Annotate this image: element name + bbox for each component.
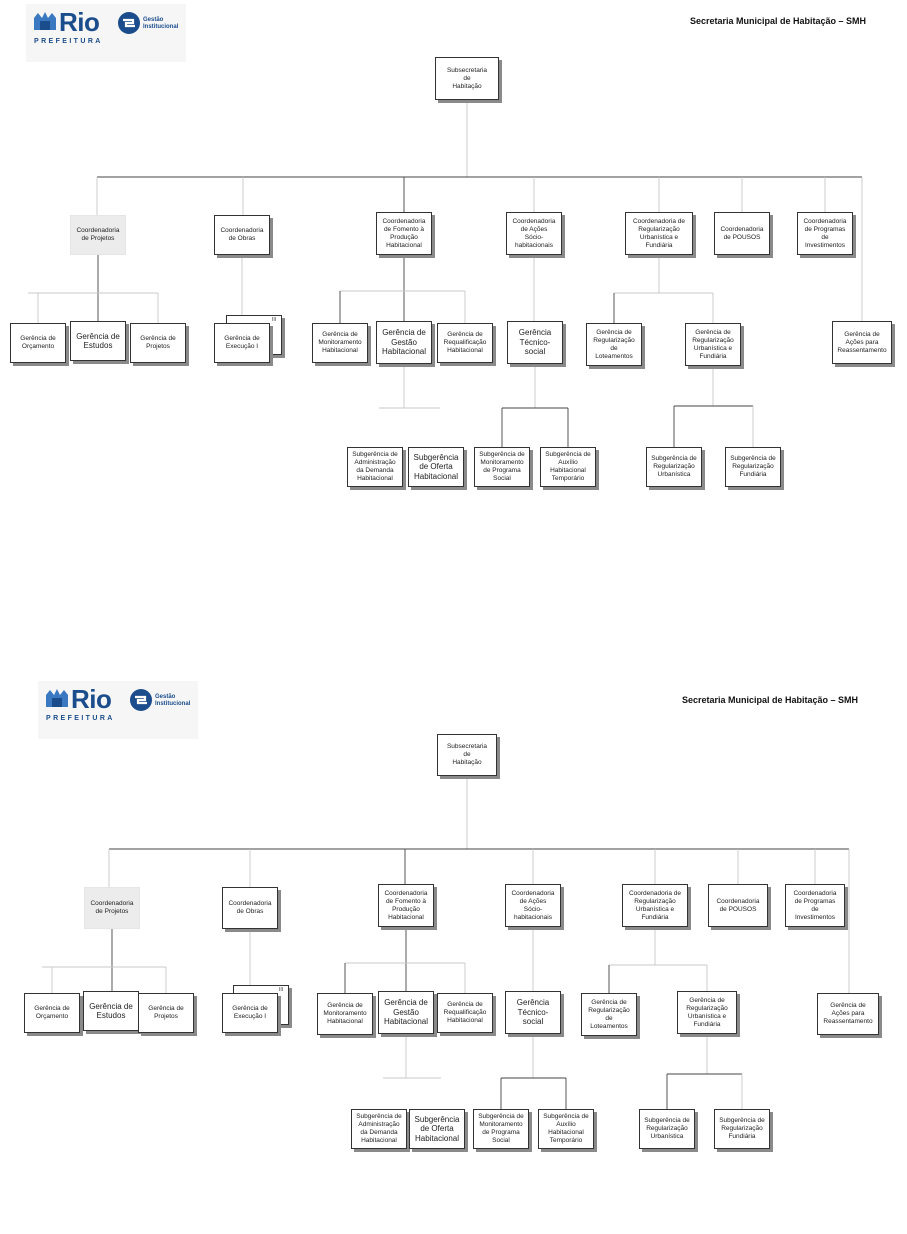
- gestao-logo-icon: [118, 12, 140, 34]
- coord-programas-box: Coordenadoria de Programas de Investimen…: [797, 212, 853, 255]
- gerencia-gestao-box: Gerência de Gestão Habitacional: [378, 991, 434, 1034]
- gerencia-projetos-box: Gerência de Projetos: [138, 993, 194, 1033]
- gerencia-monitoramento-box: Gerência de Monitoramento Habitacional: [317, 993, 373, 1035]
- logo-name: Rio: [59, 7, 100, 37]
- gerencia-orcamento-box: Gerência de Orçamento: [10, 323, 66, 363]
- coord-pousos-box: Coordenadoria de POUSOS: [714, 212, 770, 255]
- coord-fomento-box: Coordenadoria de Fomento à Produção Habi…: [378, 884, 434, 927]
- subgerencia-urbanistica-box: Subgerência de Regularização Urbanística: [639, 1109, 695, 1149]
- gerencia-requalificacao-box: Gerência de Requalificação Habitacional: [437, 323, 493, 363]
- connector-lines: [42, 776, 850, 1109]
- stack-box-label: III: [272, 317, 277, 323]
- gerencia-tecnico-social-box: Gerência Técnico-social: [507, 321, 563, 364]
- gerencia-urbanistica-box: Gerência de Regularização Urbanística e …: [677, 991, 737, 1034]
- gestao-line-1: Gestão: [143, 17, 164, 23]
- gerencia-urbanistica-box: Gerência de Regularização Urbanística e …: [685, 323, 741, 366]
- gestao-line-2: Institucional: [143, 24, 179, 30]
- subsecretaria-box: Subsecretaria de Habitação: [435, 57, 499, 100]
- logo-background: [38, 681, 198, 739]
- coord-regularizacao-box: Coordenadoria de Regularização Urbanísti…: [625, 212, 693, 255]
- page-title: Secretaria Municipal de Habitação – SMH: [682, 695, 859, 705]
- gerencia-estudos-box: Gerência de Estudos: [83, 991, 139, 1031]
- city-crest-icon: [32, 10, 56, 30]
- logo-subtitle: PREFEITURA: [34, 38, 103, 45]
- gerencia-loteamentos-box: Gerência de Regularização de Loteamentos: [581, 993, 637, 1036]
- gestao-line-1: Gestão: [155, 694, 176, 700]
- subgerencia-auxilio-box: Subgerência de Auxílio Habitacional Temp…: [538, 1109, 594, 1149]
- page-title: Secretaria Municipal de Habitação – SMH: [690, 16, 867, 26]
- subgerencia-oferta-box: Subgerência de Oferta Habitacional: [408, 447, 464, 487]
- connector-lines: [28, 100, 863, 447]
- gerencia-projetos-box: Gerência de Projetos: [130, 323, 186, 363]
- subgerencia-demanda-box: Subgerência de Administração da Demanda …: [351, 1109, 407, 1149]
- logo-name: Rio: [71, 684, 112, 714]
- subgerencia-oferta-box: Subgerência de Oferta Habitacional: [409, 1109, 465, 1149]
- gerencia-monitoramento-box: Gerência de Monitoramento Habitacional: [312, 323, 368, 363]
- gerencia-orcamento-box: Gerência de Orçamento: [24, 993, 80, 1033]
- stack-box-label: III: [279, 987, 284, 993]
- gerencia-tecnico-social-box: Gerência Técnico-social: [505, 991, 561, 1034]
- subgerencia-demanda-box: Subgerência de Administração da Demanda …: [347, 447, 403, 487]
- subgerencia-urbanistica-box: Subgerência de Regularização Urbanística: [646, 447, 702, 487]
- gerencia-execucao-box: Gerência de Execução I: [222, 993, 278, 1033]
- coord-acoes-box: Coordenadoria de Ações Sócio- habitacion…: [506, 212, 562, 255]
- subgerencia-fundiaria-box: Subgerência de Regularização Fundiária: [725, 447, 781, 487]
- gestao-logo-icon: [130, 689, 152, 711]
- subgerencia-fundiaria-box: Subgerência de Regularização Fundiária: [714, 1109, 770, 1149]
- subsecretaria-box: Subsecretaria de Habitação: [437, 734, 497, 776]
- gerencia-gestao-box: Gerência de Gestão Habitacional: [376, 321, 432, 364]
- coord-pousos-box: Coordenadoria de POUSOS: [708, 884, 768, 927]
- gerencia-loteamentos-box: Gerência de Regularização de Loteamentos: [586, 323, 642, 366]
- coord-projetos-box: Coordenadoria de Projetos: [70, 215, 126, 255]
- gerencia-reassentamento-box: Gerência de Ações para Reassentamento: [817, 993, 879, 1035]
- gestao-line-2: Institucional: [155, 701, 191, 707]
- gerencia-reassentamento-box: Gerência de Ações para Reassentamento: [832, 321, 892, 364]
- coord-obras-box: Coordenadoria de Obras: [214, 215, 270, 255]
- subgerencia-programa-social-box: Subgerência de Monitoramento de Programa…: [474, 447, 530, 487]
- gerencia-estudos-box: Gerência de Estudos: [70, 321, 126, 361]
- logo-background: [26, 4, 186, 62]
- gerencia-requalificacao-box: Gerência de Requalificação Habitacional: [437, 993, 493, 1033]
- subgerencia-auxilio-box: Subgerência de Auxílio Habitacional Temp…: [540, 447, 596, 487]
- gerencia-execucao-box: Gerência de Execução I: [214, 323, 270, 363]
- coord-programas-box: Coordenadoria de Programas de Investimen…: [785, 884, 845, 927]
- coord-regularizacao-box: Coordenadoria de Regularização Urbanísti…: [622, 884, 688, 927]
- coord-fomento-box: Coordenadoria de Fomento à Produção Habi…: [376, 212, 432, 255]
- coord-obras-box: Coordenadoria de Obras: [222, 887, 278, 929]
- coord-acoes-box: Coordenadoria de Ações Sócio- habitacion…: [505, 884, 561, 927]
- coord-projetos-box: Coordenadoria de Projetos: [84, 887, 140, 929]
- logo-subtitle: PREFEITURA: [46, 715, 115, 722]
- city-crest-icon: [44, 687, 68, 707]
- subgerencia-programa-social-box: Subgerência de Monitoramento de Programa…: [473, 1109, 529, 1149]
